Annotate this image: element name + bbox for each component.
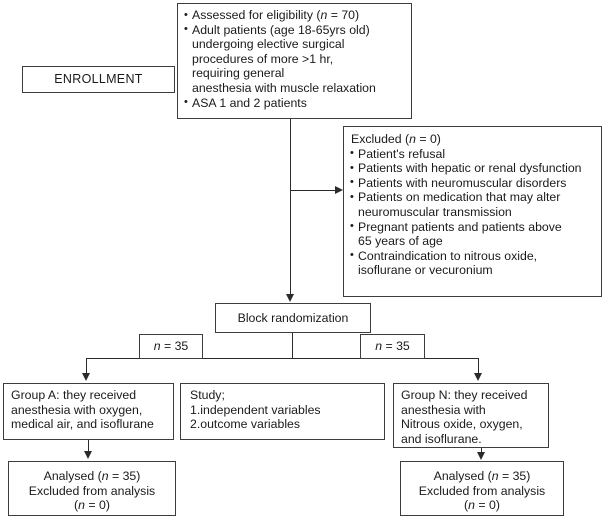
analysed-left-line1: Analysed (n = 35) — [43, 469, 141, 483]
excluded-item-refusal: Patient's refusal — [350, 146, 595, 162]
excluded-b5: Pregnant patients and patients above — [358, 219, 562, 234]
group-n-line2: anesthesia with — [401, 402, 486, 417]
eligibility-line2: Adult patients (age 18-65yrs old) — [192, 22, 370, 37]
allocation-right-drop — [478, 358, 479, 375]
excluded-b1: Patient's refusal — [358, 146, 446, 161]
group-n-box: Group N: they received anesthesia with N… — [393, 383, 549, 448]
group-a-box: Group A: they received anesthesia with o… — [3, 383, 174, 440]
arrow-to-analysed-left — [84, 451, 92, 459]
group-a-line1: Group A: they received — [11, 388, 137, 402]
excluded-heading-post: = 0) — [415, 132, 441, 146]
allocation-left-n: n = 35 — [153, 339, 189, 354]
group-a-line2: anesthesia with oxygen, — [11, 402, 143, 417]
excluded-item-medication: Patients on medication that may alter ne… — [350, 190, 595, 219]
analysed-right-line3: (n = 0) — [464, 498, 500, 513]
allocation-right-n: n = 35 — [375, 339, 410, 354]
excluded-item-pregnant: Pregnant patients and patients above 65 … — [350, 219, 595, 249]
excluded-list: Patient's refusal Patients with hepatic … — [350, 146, 595, 278]
analysed-left-line2: Excluded from analysis — [28, 483, 156, 498]
connector-eligibility-down — [290, 119, 291, 295]
excluded-box: Excluded (n = 0) Patient's refusal Patie… — [343, 126, 602, 297]
excluded-item-contraindication: Contraindication to nitrous oxide, isofl… — [350, 248, 595, 278]
eligibility-line5: requiring general — [192, 66, 285, 81]
allocation-split-bar — [86, 358, 479, 359]
eligibility-line3: undergoing elective surgical — [192, 37, 345, 52]
connector-to-excluded — [290, 190, 336, 191]
excluded-b5b: 65 years of age — [358, 234, 443, 249]
analysed-right-box: Analysed (n = 35) Excluded from analysis… — [400, 461, 564, 516]
excluded-item-hepatic-renal: Patients with hepatic or renal dysfuncti… — [350, 161, 595, 176]
excluded-b2: Patients with hepatic or renal dysfuncti… — [358, 161, 582, 176]
eligibility-item-adult: Adult patients (age 18-65yrs old) underg… — [184, 22, 405, 96]
analysed-left-line3: (n = 0) — [74, 498, 110, 513]
analysed-right-line2: Excluded from analysis — [418, 483, 546, 498]
study-line3: 2.outcome variables — [190, 417, 301, 432]
connector-group-n-down — [481, 448, 482, 454]
enrollment-label: ENROLLMENT — [54, 72, 143, 87]
arrow-to-analysed-right — [477, 452, 485, 460]
eligibility-line1: Assessed for eligibility (n = 70) — [192, 8, 360, 22]
connector-group-a-down — [88, 440, 89, 453]
excluded-b6b: isoflurane or vecuronium — [358, 263, 493, 278]
group-a-line3: medical air, and isoflurane — [11, 417, 154, 432]
study-box: Study; 1.independent variables 2.outcome… — [180, 383, 385, 440]
excluded-b4: Patients on medication that may alter — [358, 190, 561, 205]
group-n-line4: and isoflurane. — [401, 431, 482, 446]
study-line1: Study; — [190, 388, 225, 402]
block-randomization-label: Block randomization — [237, 310, 349, 325]
eligibility-line6: anesthesia with muscle relaxation — [192, 80, 376, 95]
arrow-to-group-n — [474, 373, 482, 381]
excluded-b4b: neuromuscular transmission — [358, 204, 512, 219]
group-n-line3: Nitrous oxide, oxygen, — [401, 417, 523, 432]
arrow-to-group-a — [82, 373, 90, 381]
excluded-b3: Patients with neuromuscular disorders — [358, 175, 567, 190]
study-line2: 1.independent variables — [190, 402, 321, 417]
excluded-heading: Excluded (n = 0) — [350, 132, 595, 147]
excluded-b6: Contraindication to nitrous oxide, — [358, 248, 538, 263]
allocation-left-n-box: n = 35 — [139, 334, 203, 359]
eligibility-list: Assessed for eligibility (n = 70) Adult … — [184, 8, 405, 110]
arrow-to-randomization — [286, 294, 294, 302]
excluded-heading-pre: Excluded ( — [351, 132, 410, 146]
analysed-right-line1: Analysed (n = 35) — [433, 469, 531, 483]
enrollment-box: ENROLLMENT — [22, 66, 175, 93]
allocation-center-stub — [292, 333, 293, 358]
eligibility-item-assessed: Assessed for eligibility (n = 70) — [184, 8, 405, 23]
block-randomization-box: Block randomization — [215, 303, 371, 333]
arrow-to-excluded — [335, 186, 343, 194]
allocation-left-drop — [86, 358, 87, 375]
group-n-line1: Group N: they received — [401, 388, 528, 402]
excluded-heading-n: n — [409, 132, 416, 146]
allocation-right-n-box: n = 35 — [360, 334, 425, 359]
eligibility-box: Assessed for eligibility (n = 70) Adult … — [177, 3, 412, 119]
eligibility-line4: procedures of more >1 hr, — [192, 51, 334, 66]
eligibility-item-asa: ASA 1 and 2 patients — [184, 95, 405, 111]
analysed-left-box: Analysed (n = 35) Excluded from analysis… — [8, 461, 176, 516]
excluded-item-neuromuscular: Patients with neuromuscular disorders — [350, 175, 595, 191]
eligibility-line7: ASA 1 and 2 patients — [192, 95, 307, 110]
